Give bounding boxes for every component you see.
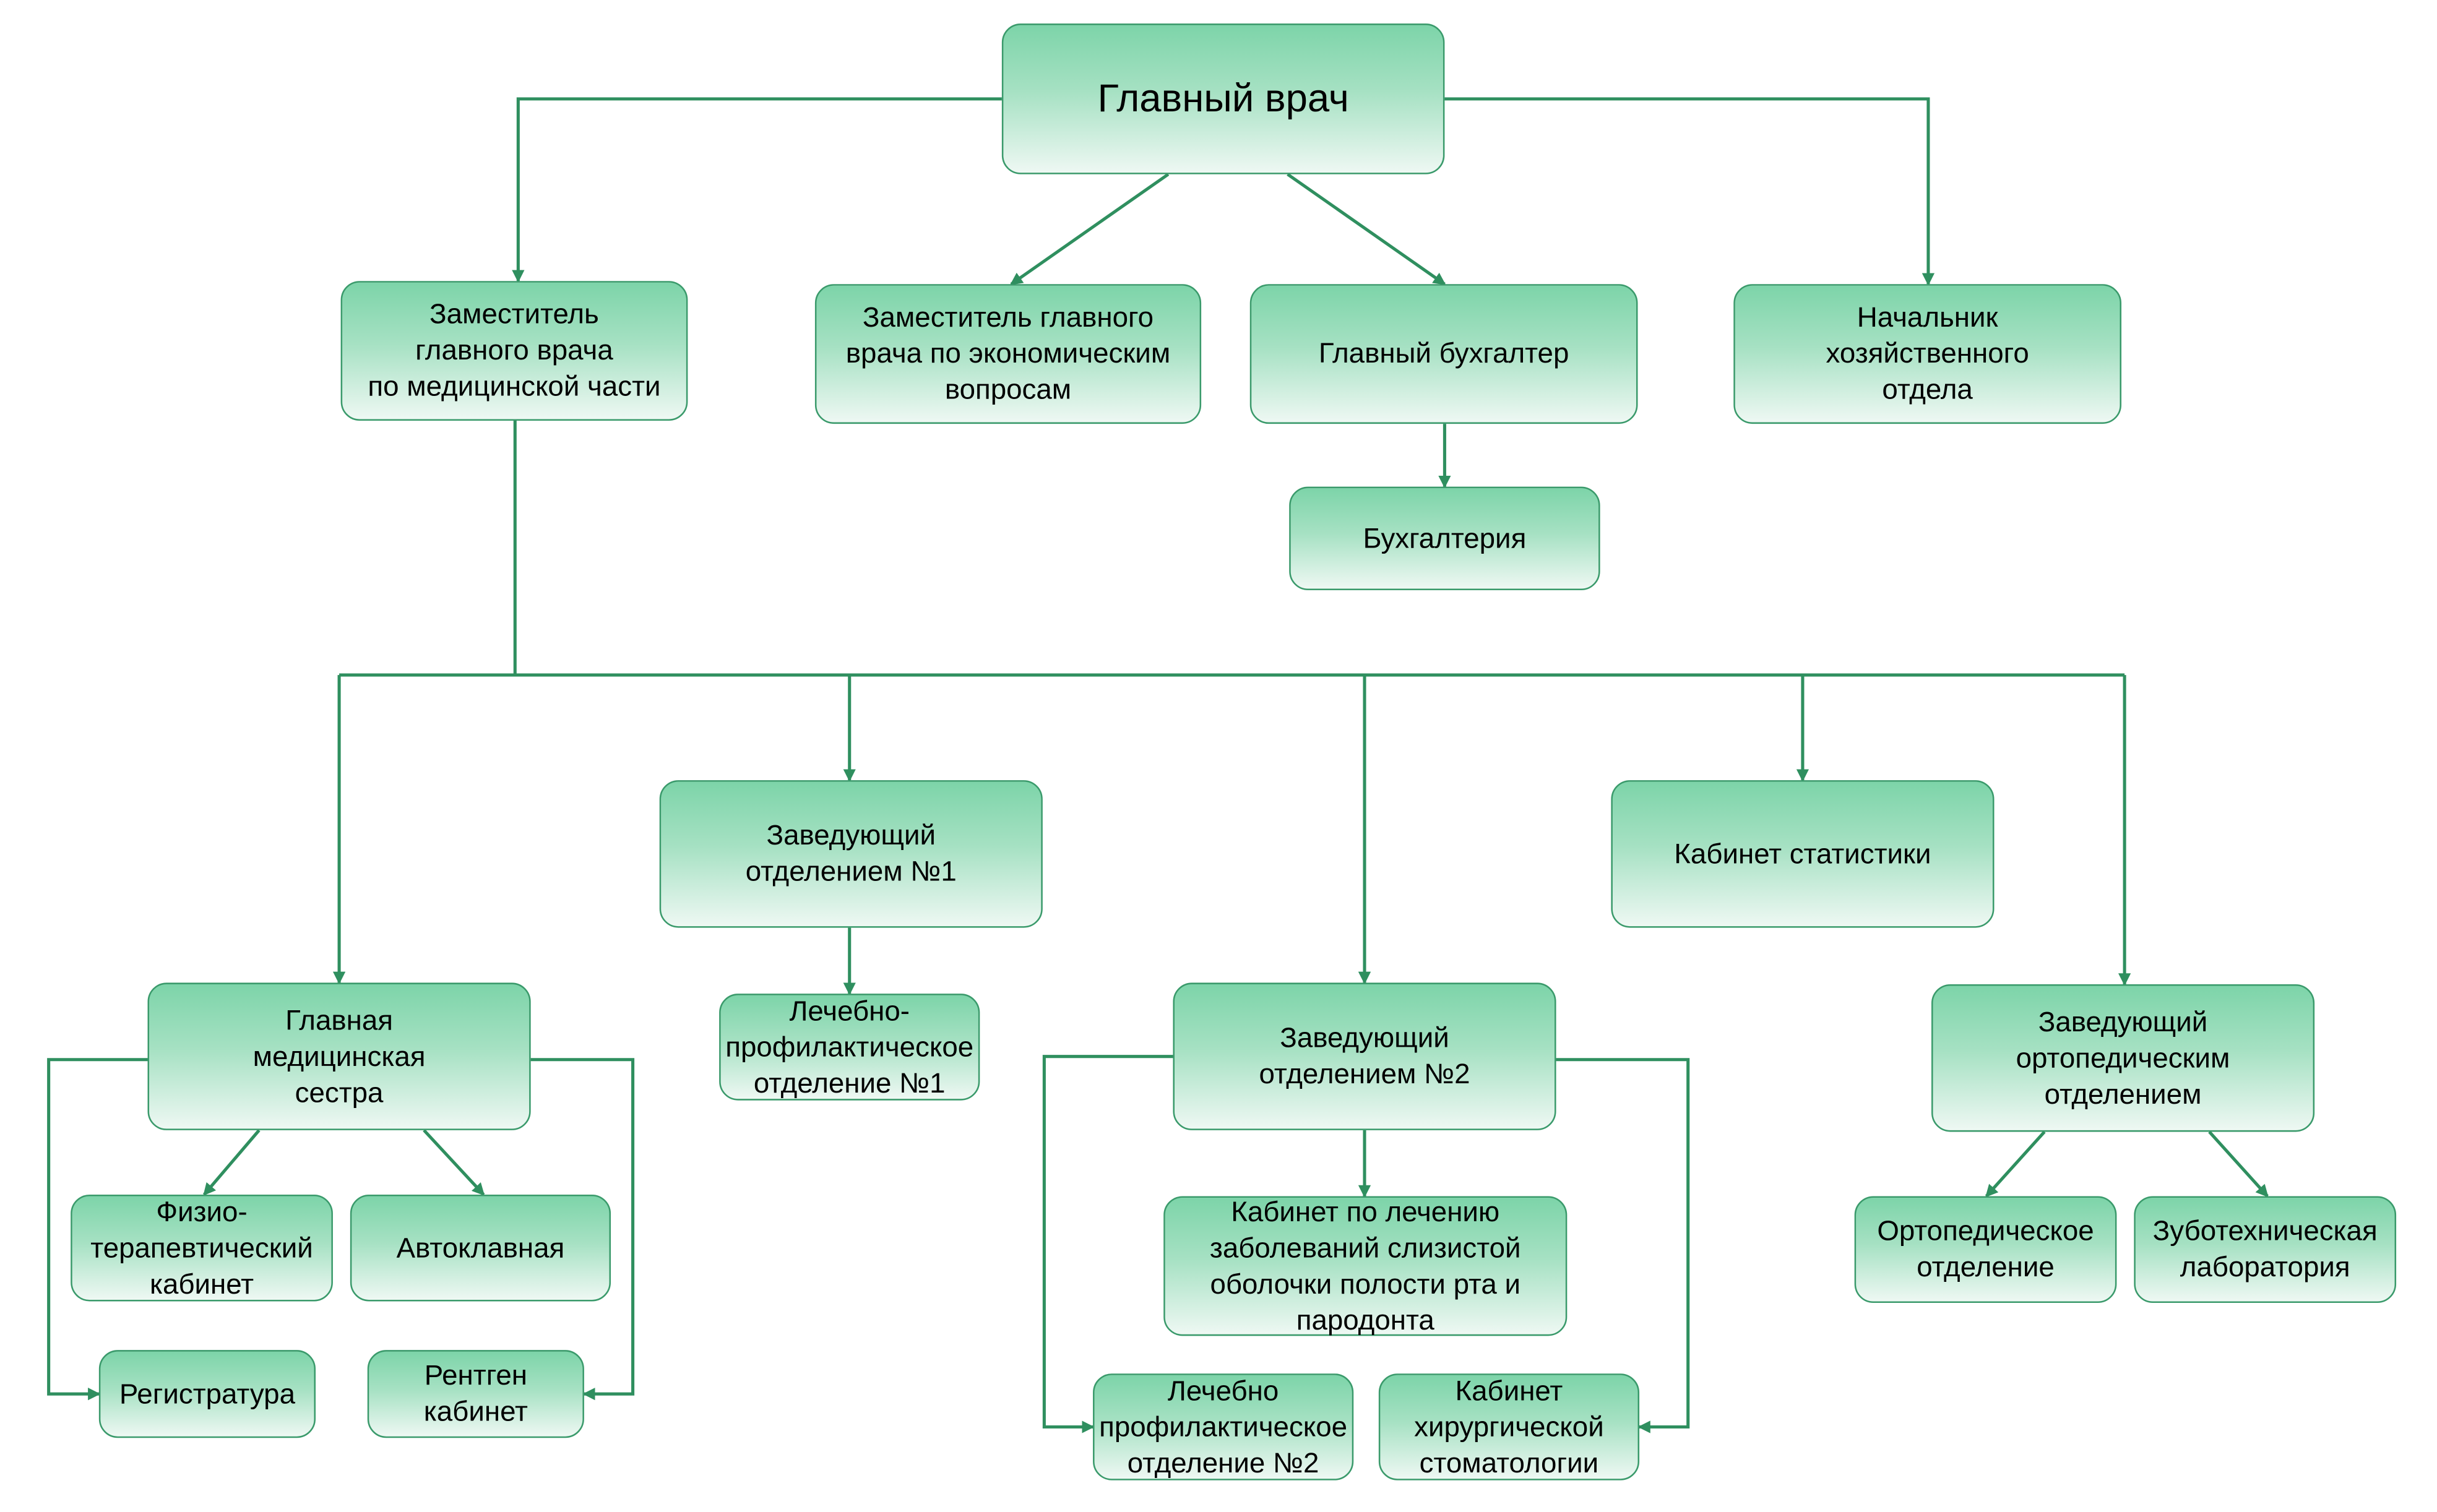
node-statistics: Кабинет статистики: [1611, 780, 1995, 928]
node-head-orthopedic: Заведующий ортопедическим отделением: [1931, 984, 2315, 1132]
link-nurse-registry: [47, 1058, 148, 1401]
node-dental-lab: Зуботехническая лаборатория: [2134, 1196, 2397, 1304]
node-head-dept2: Заведующий отделением №2: [1173, 982, 1556, 1130]
link-ortho-orthodept: [1985, 1130, 2046, 1198]
node-registry: Регистратура: [98, 1350, 316, 1438]
node-accounting: Бухгалтерия: [1289, 486, 1600, 591]
link-nurse-xray: [530, 1058, 635, 1401]
node-head-household: Начальник хозяйственного отдела: [1733, 284, 2122, 424]
link-ortho-lab: [2208, 1130, 2269, 1198]
link-dept2-prev2: [1042, 1055, 1173, 1433]
link-chief-household: [1444, 97, 1935, 286]
link-chief-econ: [1010, 173, 1170, 286]
node-deputy-economic: Заместитель главного врача по экономичес…: [814, 284, 1202, 424]
node-xray: Рентген кабинет: [367, 1350, 584, 1438]
node-chief-doctor: Главный врач: [1001, 24, 1445, 174]
node-physiotherapy: Физио- терапевтический кабинет: [71, 1194, 333, 1302]
node-orthopedic-dept: Ортопедическое отделение: [1854, 1196, 2117, 1304]
node-head-nurse: Главная медицинская сестра: [147, 982, 531, 1130]
link-chief-accountant: [1287, 173, 1446, 286]
node-autoclave: Автоклавная: [350, 1194, 611, 1302]
node-chief-accountant: Главный бухгалтер: [1249, 284, 1638, 424]
node-surgery-office: Кабинет хирургической стоматологии: [1378, 1373, 1640, 1480]
link-dept2-surgery: [1556, 1058, 1690, 1433]
link-chief-depmed: [512, 97, 1002, 283]
node-head-dept1: Заведующий отделением №1: [659, 780, 1043, 928]
link-nurse-autoclave: [423, 1129, 485, 1196]
node-prevention-dept2: Лечебно профилактическое отделение №2: [1093, 1373, 1354, 1480]
node-deputy-medical: Заместитель главного врача по медицинско…: [340, 281, 688, 421]
node-mucosa-office: Кабинет по лечению заболеваний слизистой…: [1163, 1195, 1568, 1336]
link-nurse-physio: [202, 1129, 261, 1196]
node-prevention-dept1: Лечебно- профилактическое отделение №1: [719, 994, 980, 1101]
